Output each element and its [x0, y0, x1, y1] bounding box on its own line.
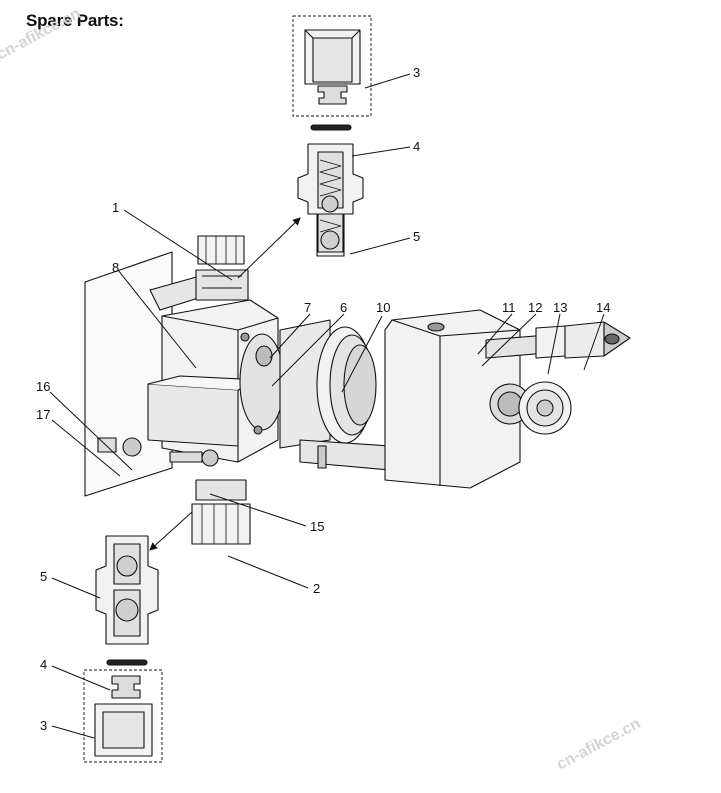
- bottom-o-ring: [106, 659, 148, 666]
- side-screws: [97, 437, 219, 467]
- callout-3-top: 3: [413, 65, 420, 80]
- callout-4-top: 4: [413, 139, 420, 154]
- bottom-valve-cap-assembly: [83, 669, 163, 763]
- callout-13: 13: [553, 300, 567, 315]
- callout-5-bottom: 5: [40, 569, 47, 584]
- top-o-ring: [310, 124, 352, 131]
- callout-17: 17: [36, 407, 50, 422]
- lower-valve-cartridge: [95, 535, 159, 645]
- callout-12: 12: [528, 300, 542, 315]
- callout-11: 11: [502, 300, 516, 315]
- pump-head: [147, 299, 285, 463]
- upper-valve-cartridge: [297, 143, 364, 257]
- leader-lines: [49, 73, 605, 739]
- callout-3-bottom: 3: [40, 718, 47, 733]
- page-title: Spare Parts:: [26, 11, 124, 30]
- lower-union-nut: [191, 479, 251, 545]
- watermark-top-left: cn-afikce.cn: [0, 5, 84, 63]
- top-valve-cap-assembly: [292, 15, 372, 117]
- upper-union-nut: [195, 235, 249, 301]
- motor-housing: [279, 309, 521, 489]
- callout-8: 8: [112, 260, 119, 275]
- cable-connector: [485, 321, 631, 359]
- callout-1: 1: [112, 200, 119, 215]
- callout-10: 10: [376, 300, 390, 315]
- callout-6: 6: [340, 300, 347, 315]
- watermark-bottom-right: cn-afikce.cn: [554, 715, 644, 773]
- callout-4-bottom: 4: [40, 657, 47, 672]
- callout-16: 16: [36, 379, 50, 394]
- callout-14: 14: [596, 300, 610, 315]
- callout-15: 15: [310, 519, 324, 534]
- callout-2: 2: [313, 581, 320, 596]
- callout-5-top: 5: [413, 229, 420, 244]
- stroke-adjust-knob: [489, 381, 572, 435]
- callout-7: 7: [304, 300, 311, 315]
